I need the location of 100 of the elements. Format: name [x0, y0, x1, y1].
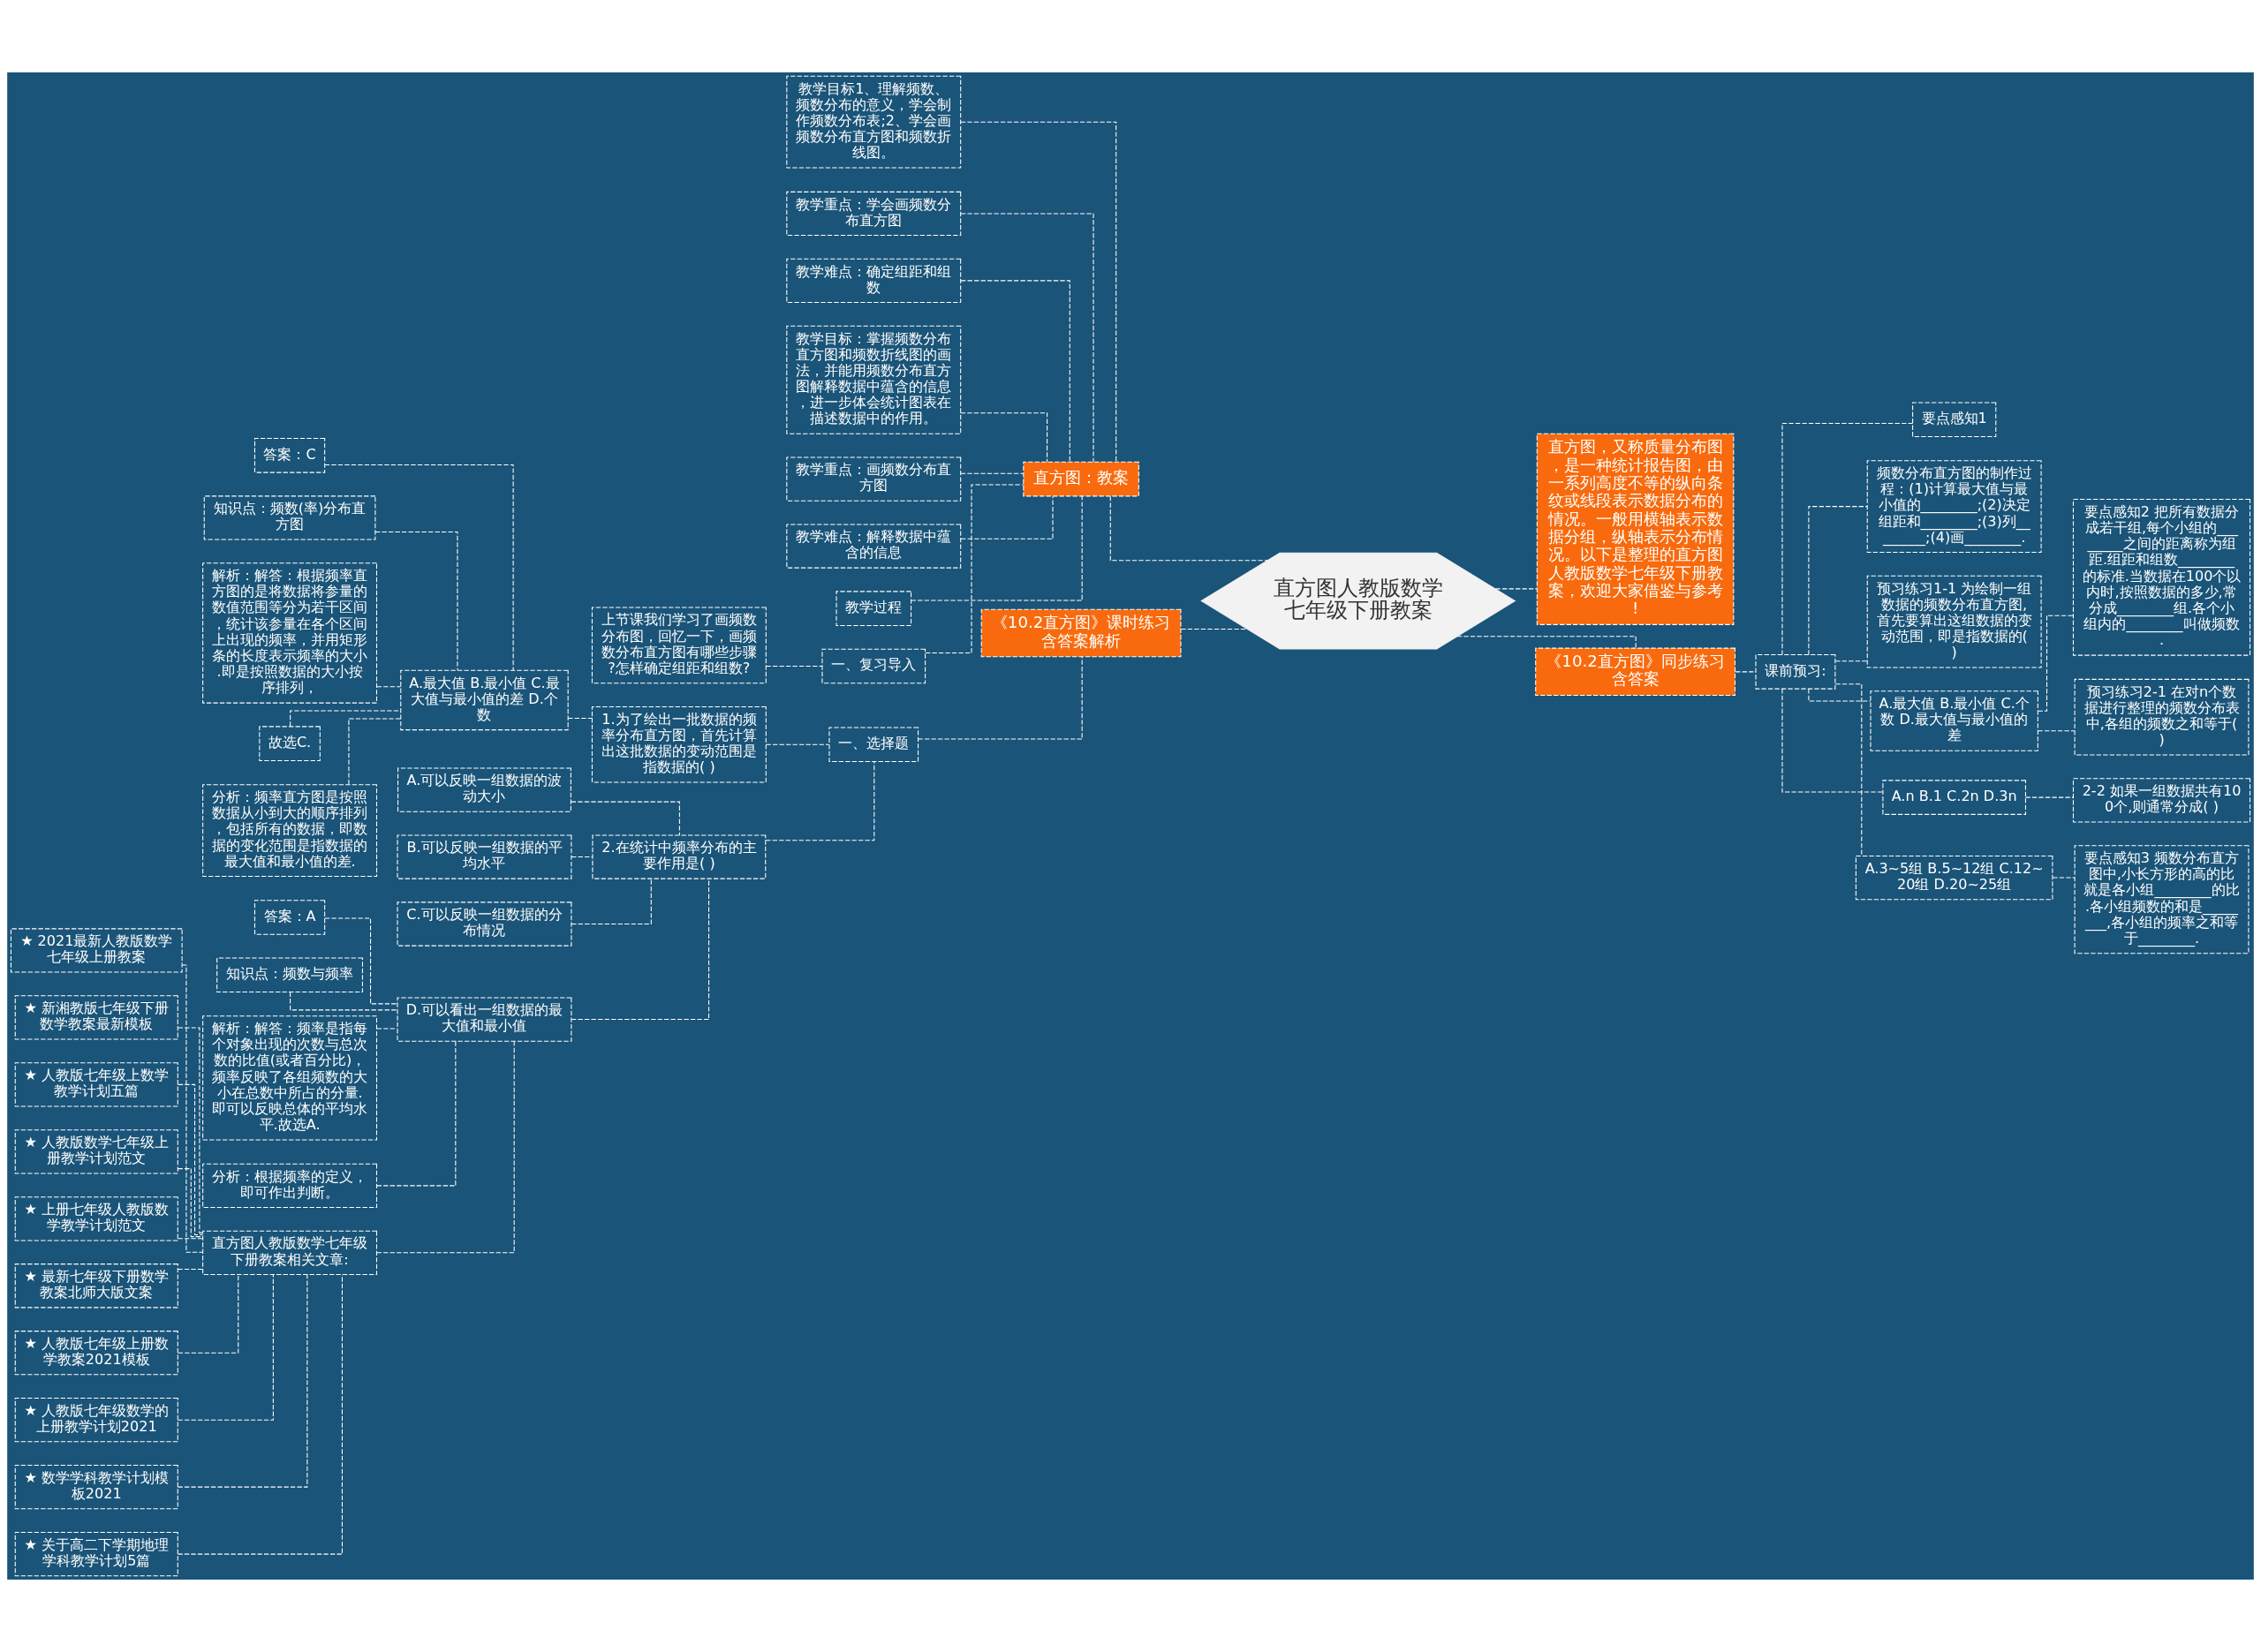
connector	[571, 856, 594, 858]
connector	[348, 718, 401, 785]
connector	[960, 121, 1117, 463]
node-box: 预习练习2-1 在对n个数据进行整理的频数分布表中,各组的频数之和等于( )	[2074, 678, 2250, 756]
node-box: 直方图：教案	[1023, 461, 1139, 497]
connector	[1808, 688, 1872, 702]
connector	[181, 964, 203, 1253]
node-box: 2-2 如果一组数据共有100个,则通常分成( )	[2072, 778, 2251, 823]
node-box: ★ 数学学科教学计划模板2021	[14, 1465, 178, 1510]
connector	[1109, 495, 1268, 562]
connector	[1808, 506, 1868, 656]
connector	[911, 495, 1083, 601]
node-box: ★ 新湘教版七年级下册数学教案最新模板	[14, 995, 178, 1040]
node-box: D.可以看出一组数据的最大值和最小值	[397, 997, 572, 1042]
node-box: 知识点：频数与频率	[216, 957, 363, 993]
connector	[960, 412, 1048, 463]
connector	[177, 1027, 203, 1233]
connector	[1494, 588, 1538, 590]
node-box: 教学难点：解释数据中蕴含的信息	[786, 524, 962, 569]
connector	[376, 686, 402, 688]
node-box: ★ 人教版七年级上数学教学计划五篇	[14, 1062, 178, 1107]
connector	[178, 1083, 203, 1236]
connector	[177, 1269, 203, 1271]
node-box: ★ 2021最新人教版数学七年级上册教案	[10, 928, 183, 973]
node-box: 直方图，又称质量分布图，是一种统计报告图，由一系列高度不等的纵向条纹或线段表示数据分布的情况。一般用横轴表示数据分组，纵轴表示分布情况。以下是整理的直方图人教版数学七年级下册教案，欢迎大家借鉴与参考!	[1536, 433, 1735, 625]
node-box: 频数分布直方图的制作过程：(1)计算最大值与最小值的________;(2)决定组距和________;(3)列________;(4)画________.	[1866, 460, 2042, 554]
connector	[1781, 422, 1914, 656]
node-box: 教学目标1、理解频数、频数分布的意义，学会制作频数分布表;2、学会画频数分布直方图和频数折线图。	[786, 75, 962, 169]
connector	[960, 213, 1094, 463]
node-box: 上节课我们学习了画频数分布图，回忆一下，画频数分布直方图有哪些步骤?怎样确定组距和组数?	[591, 607, 767, 684]
connector	[178, 1273, 239, 1354]
node-box: 预习练习1-1 为绘制一组数据的频数分布直方图,首先要算出这组数据的变动范围，即是指数据的( )	[1866, 575, 2042, 668]
node-box: 解析：解答：频率是指每个对象出现的次数与总次数的比值(或者百分比)，频率反映了各组频数的大小在总数中所占的分量.即可以反映总体的平均水平.故选A.	[202, 1015, 378, 1141]
connector	[376, 1040, 515, 1254]
connector	[925, 484, 1025, 653]
connector	[765, 761, 875, 841]
connector	[571, 878, 652, 925]
connector	[1781, 688, 1884, 793]
node-box: A.3~5组 B.5~12组 C.12~20组 D.20~25组	[1855, 855, 2053, 901]
connector	[765, 665, 823, 667]
node-box: ★ 最新七年级下册数学教案北师大版文案	[14, 1264, 178, 1309]
node-box: 教学重点：画频数分布直方图	[786, 456, 962, 502]
node-box: 《10.2直方图》同步练习含答案	[1535, 647, 1735, 697]
node-box: C.可以反映一组数据的分布情况	[397, 901, 572, 947]
node-box: ★ 上册七年级人教版数学教学计划范文	[14, 1196, 178, 1241]
node-box: A.可以反映一组数据的波动大小	[397, 767, 571, 812]
node-box: 一、复习导入	[821, 648, 926, 684]
node-box: 分析：频率直方图是按照数据从小到大的顺序排列，包括所有的数据，即数据的变化范围是指数据的最大值和最小值的差.	[202, 784, 378, 877]
node-box: 课前预习:	[1755, 654, 1836, 690]
connector	[177, 1274, 274, 1421]
connector	[324, 917, 398, 1005]
node-box: 答案：A	[253, 900, 326, 935]
node-box: B.可以反映一组数据的平均水平	[397, 834, 572, 879]
connector	[1456, 636, 1637, 649]
node-box: 要点感知2 把所有数据分成若干组,每个小组的________之间的距离称为组距.组距和组数________的标准.当数据在100个以内时,按照数据的多少,常分成________组.各个小组内的________叫做频数.	[2072, 499, 2251, 656]
connector	[1834, 683, 1863, 856]
node-box: 解析：解答：根据频率直方图的是将数据将参量的数值范围等分为若干区间，统计该参量在各个区间上出现的频率，并用矩形条的长度表示频率的大小.即是按照数据的大小按序排列，	[202, 562, 378, 704]
connector	[177, 1238, 203, 1240]
node-box: A.n B.1 C.2n D.3n	[1882, 780, 2026, 815]
node-box: 知识点：频数(率)分布直方图	[203, 495, 376, 540]
connector	[178, 1274, 308, 1488]
connector	[918, 656, 1083, 740]
node-box: 要点感知1	[1912, 402, 1997, 437]
connector	[2037, 730, 2076, 732]
node-box: 答案：C	[253, 438, 326, 473]
node-box: A.最大值 B.最小值 C.最大值与最小值的差 D.个数	[400, 669, 569, 731]
node-box: 教学目标：掌握频数分布直方图和频数折线图的画法，并能用频数分布直方图解释数据中蕴含的信息，进一步体会统计图表在描述数据中的作用。	[786, 325, 962, 434]
connector	[960, 280, 1070, 463]
connector	[2037, 615, 2074, 712]
connector	[571, 878, 710, 1021]
node-box: 分析：根据频率的定义，即可作出判断。	[202, 1163, 378, 1208]
connector	[1834, 660, 1868, 662]
connector	[374, 531, 458, 671]
node-box: 教学重点：学会画频数分布直方图	[786, 191, 962, 237]
connector	[376, 1040, 457, 1187]
connector	[1180, 628, 1248, 630]
connector	[2024, 796, 2074, 798]
node-box: 教学难点：确定组距和组数	[786, 258, 962, 304]
connector	[567, 718, 593, 720]
node-box: 教学过程	[836, 591, 912, 626]
connector	[1735, 671, 1757, 673]
connector	[177, 1274, 343, 1555]
connector	[2052, 877, 2076, 879]
connector	[324, 464, 514, 671]
node-box: ★ 人教版七年级数学的上册教学计划2021	[14, 1398, 178, 1443]
connector	[765, 743, 830, 745]
node-box: 1.为了绘出一批数据的频率分布直方图，首先计算出这批数据的变动范围是指数据的( )	[591, 705, 767, 783]
connector	[177, 1168, 204, 1238]
node-box: 直方图人教版数学七年级下册教案相关文章:	[202, 1230, 378, 1275]
connector	[960, 495, 1054, 539]
node-box: ★ 关于高二下学期地理学科教学计划5篇	[14, 1531, 178, 1577]
node-box: 要点感知3 频数分布直方图中,小长方形的高的比就是各小组________的比.各小组频数的和是________,各小组的频率之和等于________.	[2074, 845, 2250, 954]
node-box: A.最大值 B.最小值 C.个数 D.最大值与最小值的差	[1870, 690, 2038, 751]
node-box: 《10.2直方图》课时练习含答案解析	[980, 608, 1182, 658]
node-box: ★ 人教版数学七年级上册教学计划范文	[14, 1129, 178, 1174]
node-box: 2.在统计中频率分布的主要作用是( )	[592, 834, 767, 879]
node-box: 故选C.	[259, 726, 321, 761]
connector	[571, 801, 680, 836]
node-box: 一、选择题	[828, 727, 919, 762]
node-box: ★ 人教版七年级上册数学教案2021模板	[14, 1331, 178, 1376]
